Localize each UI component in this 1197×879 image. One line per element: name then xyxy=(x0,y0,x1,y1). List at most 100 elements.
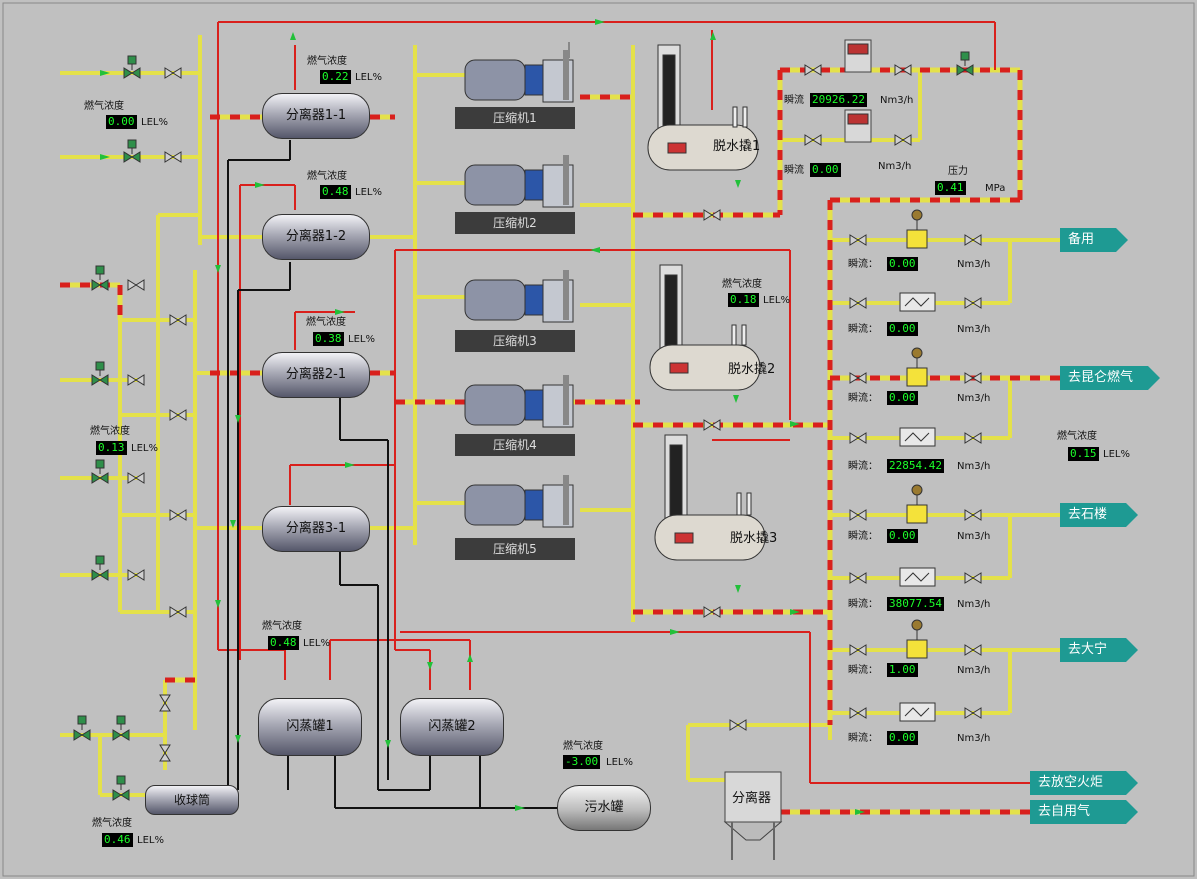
separator-tank-graphic xyxy=(723,771,783,860)
dehydrator-1-label[interactable]: 脱水撬1 xyxy=(713,139,761,154)
compressor-5-label[interactable]: 压缩机5 xyxy=(455,538,575,560)
flash-tank-2[interactable]: 闪蒸罐2 xyxy=(400,698,504,756)
gas-label: 燃气浓度 xyxy=(307,171,347,182)
drain-lines xyxy=(227,140,560,809)
gas-reading: 0.46 xyxy=(102,833,133,847)
flow-row-unit: Nm3/h xyxy=(957,259,991,270)
flow-reading: 0.00 xyxy=(810,163,841,177)
compressor-2-label[interactable]: 压缩机2 xyxy=(455,212,575,234)
gas-reading: 0.18 xyxy=(728,293,759,307)
separator-2-1[interactable]: 分离器2-1 xyxy=(262,352,370,398)
gas-reading: 0.48 xyxy=(268,636,299,650)
gas-unit: LEL% xyxy=(355,187,382,198)
separator-label: 分离器1-1 xyxy=(285,108,347,123)
destination-daning[interactable]: 去大宁 xyxy=(1060,638,1138,662)
pressure-unit: MPa xyxy=(985,183,1006,194)
flow-row-reading: 0.00 xyxy=(887,391,918,405)
valves xyxy=(73,39,982,801)
flow-row-label: 瞬流： xyxy=(848,733,878,744)
gas-unit: LEL% xyxy=(303,638,330,649)
flow-row-unit: Nm3/h xyxy=(957,324,991,335)
compressor-3-label[interactable]: 压缩机3 xyxy=(455,330,575,352)
flow-row-label: 瞬流： xyxy=(848,324,878,335)
bottom-separator-label[interactable]: 分离器 xyxy=(732,791,772,806)
gas-label: 燃气浓度 xyxy=(722,279,762,290)
flow-row-reading: 0.00 xyxy=(887,529,918,543)
flow-row-unit: Nm3/h xyxy=(957,665,991,676)
separator-1-1[interactable]: 分离器1-1 xyxy=(262,93,370,139)
gas-reading: -3.00 xyxy=(563,755,601,769)
gas-unit: LEL% xyxy=(1103,449,1130,460)
flow-arrows xyxy=(100,19,865,815)
flow-unit: Nm3/h xyxy=(880,95,914,106)
flash-tank-label: 闪蒸罐1 xyxy=(286,719,334,734)
gas-unit: LEL% xyxy=(763,295,790,306)
gas-unit: LEL% xyxy=(348,334,375,345)
gas-unit: LEL% xyxy=(137,835,164,846)
flow-row-unit: Nm3/h xyxy=(957,599,991,610)
compressor-graphics xyxy=(464,42,574,528)
gas-unit: LEL% xyxy=(131,443,158,454)
destination-standby[interactable]: 备用 xyxy=(1060,228,1128,252)
compressor-1-label[interactable]: 压缩机1 xyxy=(455,107,575,129)
pig-receiver[interactable]: 收球筒 xyxy=(145,785,239,815)
gas-label: 燃气浓度 xyxy=(307,56,347,67)
gas-unit: LEL% xyxy=(606,757,633,768)
dehydrator-2-label[interactable]: 脱水撬2 xyxy=(728,362,776,377)
dehydrator-graphics xyxy=(647,44,766,561)
flow-unit: Nm3/h xyxy=(878,161,912,172)
gas-reading: 0.15 xyxy=(1068,447,1099,461)
separator-label: 分离器3-1 xyxy=(285,521,347,536)
flow-row-reading: 38077.54 xyxy=(887,597,944,611)
gas-label: 燃气浓度 xyxy=(563,741,603,752)
flow-label: 瞬流 xyxy=(784,165,804,176)
gas-label: 燃气浓度 xyxy=(92,818,132,829)
flow-row-label: 瞬流： xyxy=(848,259,878,270)
flash-tank-1[interactable]: 闪蒸罐1 xyxy=(258,698,362,756)
gas-reading: 0.22 xyxy=(320,70,351,84)
gas-reading: 0.48 xyxy=(320,185,351,199)
flow-row-reading: 0.00 xyxy=(887,257,918,271)
sewage-tank-label: 污水罐 xyxy=(584,800,624,815)
gas-label: 燃气浓度 xyxy=(1057,431,1097,442)
destination-self-use[interactable]: 去自用气 xyxy=(1030,800,1138,824)
flow-row-unit: Nm3/h xyxy=(957,531,991,542)
flow-row-unit: Nm3/h xyxy=(957,393,991,404)
flow-row-unit: Nm3/h xyxy=(957,733,991,744)
sewage-tank[interactable]: 污水罐 xyxy=(557,785,651,831)
destination-kunlun-gas[interactable]: 去昆仑燃气 xyxy=(1060,366,1160,390)
separator-1-2[interactable]: 分离器1-2 xyxy=(262,214,370,260)
gas-label: 燃气浓度 xyxy=(306,317,346,328)
gas-unit: LEL% xyxy=(355,72,382,83)
dehydrator-3-label[interactable]: 脱水撬3 xyxy=(730,531,778,546)
flow-row-reading: 22854.42 xyxy=(887,459,944,473)
flow-row-label: 瞬流： xyxy=(848,531,878,542)
gas-label: 燃气浓度 xyxy=(84,101,124,112)
destination-flare[interactable]: 去放空火炬 xyxy=(1030,771,1138,795)
pig-receiver-label: 收球筒 xyxy=(173,793,210,807)
pressure-label: 压力 xyxy=(948,166,968,177)
destination-shilou[interactable]: 去石楼 xyxy=(1060,503,1138,527)
gas-reading: 0.13 xyxy=(96,441,127,455)
gas-label: 燃气浓度 xyxy=(90,426,130,437)
flow-row-label: 瞬流： xyxy=(848,461,878,472)
separator-label: 分离器2-1 xyxy=(285,367,347,382)
flow-row-label: 瞬流： xyxy=(848,665,878,676)
separator-label: 分离器1-2 xyxy=(285,229,347,244)
flow-row-reading: 0.00 xyxy=(887,322,918,336)
flow-row-label: 瞬流： xyxy=(848,393,878,404)
gas-unit: LEL% xyxy=(141,117,168,128)
flow-reading: 20926.22 xyxy=(810,93,867,107)
flow-row-unit: Nm3/h xyxy=(957,461,991,472)
pressure-reading: 0.41 xyxy=(935,181,966,195)
flow-row-reading: 0.00 xyxy=(887,731,918,745)
flow-row-reading: 1.00 xyxy=(887,663,918,677)
gas-reading: 0.00 xyxy=(106,115,137,129)
gas-label: 燃气浓度 xyxy=(262,621,302,632)
gas-reading: 0.38 xyxy=(313,332,344,346)
flow-label: 瞬流 xyxy=(784,95,804,106)
compressor-4-label[interactable]: 压缩机4 xyxy=(455,434,575,456)
flash-tank-label: 闪蒸罐2 xyxy=(428,719,476,734)
separator-3-1[interactable]: 分离器3-1 xyxy=(262,506,370,552)
